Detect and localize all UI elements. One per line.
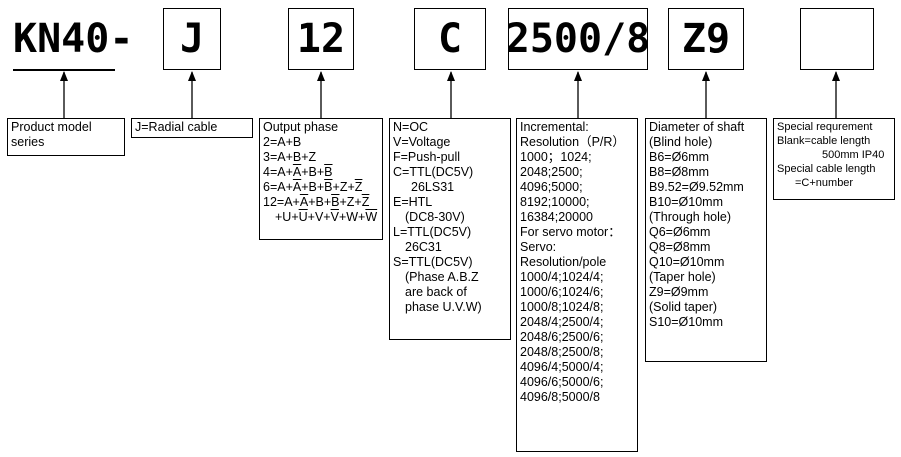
model-prefix-code: KN40-: [13, 16, 134, 62]
model-line: Product model: [11, 120, 92, 134]
servo-row: 2048/6;2500/6;: [520, 330, 604, 344]
shaft-line: Q8=Ø8mm: [649, 240, 711, 254]
output-description-box: N=OC V=Voltage F=Push-pull C=TTL(DC5V) 2…: [389, 118, 511, 340]
cable-line: J=Radial cable: [135, 120, 218, 134]
output-line: C=TTL(DC5V): [393, 165, 474, 179]
shaft-line: Z9=Ø9mm: [649, 285, 709, 299]
shaft-line: B8=Ø8mm: [649, 165, 710, 179]
servo-row: 4096/8;5000/8: [520, 390, 600, 404]
servo-row: 4096/6;5000/6;: [520, 375, 604, 389]
servo-row: 2048/4;2500/4;: [520, 315, 604, 329]
cable-code-box: J: [163, 8, 221, 70]
shaft-line: (Through hole): [649, 210, 731, 224]
phase-option: 6=A+A+B+B+Z+Z: [263, 180, 363, 194]
shaft-line: B9.52=Ø9.52mm: [649, 180, 744, 194]
servo-row: 1000/8;1024/8;: [520, 300, 604, 314]
resolution-title: Incremental:: [520, 120, 589, 134]
resolution-row: 1000；1024;: [520, 150, 592, 164]
resolution-subtitle: Resolution（P/R）: [520, 135, 625, 149]
special-code-box: [800, 8, 874, 70]
shaft-line: Diameter of shaft: [649, 120, 745, 134]
shaft-line: (Solid taper): [649, 300, 718, 314]
model-line: series: [11, 135, 45, 149]
servo-title: For servo motor：: [520, 225, 621, 239]
phase-description-box: Output phase 2=A+B 3=A+B+Z 4=A+A+B+B 6=A…: [259, 118, 383, 240]
shaft-code-box: Z9: [668, 8, 744, 70]
shaft-description-box: Diameter of shaft (Blind hole) B6=Ø6mm B…: [645, 118, 767, 362]
output-line: S=TTL(DC5V): [393, 255, 473, 269]
output-line: (Phase A.B.Z: [405, 270, 479, 284]
phase-code-box: 12: [288, 8, 354, 70]
output-line: are back of: [405, 285, 467, 299]
special-line: =C+number: [795, 177, 854, 189]
servo-row: 2048/8;2500/8;: [520, 345, 604, 359]
servo-subtitle: Resolution/pole: [520, 255, 607, 269]
shaft-line: Q6=Ø6mm: [649, 225, 711, 239]
special-line: Blank=cable length: [777, 135, 871, 147]
resolution-row: 16384;20000: [520, 210, 593, 224]
shaft-line: B10=Ø10mm: [649, 195, 723, 209]
output-line: F=Push-pull: [393, 150, 461, 164]
output-line: E=HTL: [393, 195, 433, 209]
cable-description-box: J=Radial cable: [131, 118, 253, 138]
resolution-description-box: Incremental: Resolution（P/R） 1000；1024; …: [516, 118, 638, 452]
special-line: 500mm IP40: [822, 149, 885, 161]
model-description-box: Product model series: [7, 118, 125, 156]
output-line: L=TTL(DC5V): [393, 225, 472, 239]
resolution-row: 8192;10000;: [520, 195, 590, 209]
servo-row: 4096/4;5000/4;: [520, 360, 604, 374]
phase-option: +U+U+V+V+W+W: [275, 210, 378, 224]
special-description-box: Special requrement Blank=cable length 50…: [773, 118, 895, 200]
output-line: 26LS31: [411, 180, 455, 194]
resolution-row: 4096;5000;: [520, 180, 583, 194]
output-line: N=OC: [393, 120, 429, 134]
servo-label: Servo:: [520, 240, 557, 254]
phase-option: 12=A+A+B+B+Z+Z: [263, 195, 370, 209]
special-line: Special requrement: [777, 121, 873, 133]
phase-option: 2=A+B: [263, 135, 302, 149]
phase-option: 4=A+A+B+B: [263, 165, 333, 179]
resolution-row: 2048;2500;: [520, 165, 583, 179]
shaft-line: Q10=Ø10mm: [649, 255, 725, 269]
servo-row: 1000/6;1024/6;: [520, 285, 604, 299]
shaft-line: B6=Ø6mm: [649, 150, 710, 164]
prefix-underline: [13, 69, 115, 71]
output-line: (DC8-30V): [405, 210, 465, 224]
output-line: 26C31: [405, 240, 442, 254]
output-code-box: C: [414, 8, 486, 70]
shaft-line: S10=Ø10mm: [649, 315, 723, 329]
special-line: Special cable length: [777, 163, 876, 175]
output-line: phase U.V.W): [405, 300, 482, 314]
shaft-line: (Taper hole): [649, 270, 716, 284]
output-line: V=Voltage: [393, 135, 451, 149]
resolution-code-box: 2500/8: [506, 8, 650, 70]
phase-option: 3=A+B+Z: [263, 150, 317, 164]
phase-title: Output phase: [263, 120, 339, 134]
shaft-line: (Blind hole): [649, 135, 713, 149]
servo-row: 1000/4;1024/4;: [520, 270, 604, 284]
